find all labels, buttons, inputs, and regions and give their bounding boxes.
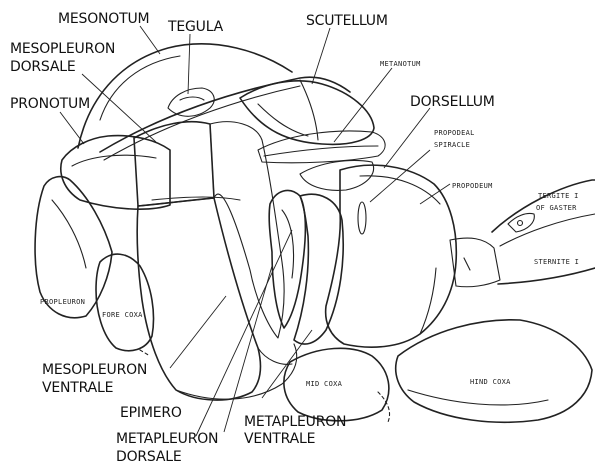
label-tergite: TERGITE I	[538, 192, 579, 200]
label-mesonotum: MESONOTUM	[58, 11, 149, 27]
propodeal-spiracle	[358, 202, 366, 234]
label-metapleuron-ventrale-line2: VENTRALE	[244, 431, 315, 447]
label-metapleuron-dorsale: METAPLEURON	[116, 431, 218, 447]
metanotum-outline	[258, 131, 385, 163]
label-epimero: EPIMERO	[120, 405, 182, 421]
label-pronotum: PRONOTUM	[10, 96, 90, 112]
label-sternite: STERNITE I	[534, 258, 579, 266]
label-fore-coxa: FORE COXA	[102, 311, 143, 319]
label-metapleuron-ventrale: METAPLEURON	[244, 414, 346, 430]
fore-coxa-outline	[96, 254, 154, 356]
label-tergite-line2: OF GASTER	[536, 204, 577, 212]
label-propodeum: PROPODEUM	[452, 182, 493, 190]
label-mesopleuron-ventrale: MESOPLEURON	[42, 362, 147, 378]
label-mesopleuron-ventrale-line2: VENTRALE	[42, 380, 113, 396]
label-propodeal-spiracle-line2: SPIRACLE	[434, 141, 470, 149]
label-metanotum: METANOTUM	[380, 60, 421, 68]
label-mesopleuron-dorsale-line2: DORSALE	[10, 59, 76, 75]
label-propodeal-spiracle: PROPODEAL	[434, 129, 475, 137]
label-mesopleuron-dorsale: MESOPLEURON	[10, 41, 115, 57]
label-mid-coxa: MID COXA	[306, 380, 343, 388]
label-tegula: TEGULA	[167, 19, 224, 35]
label-scutellum: SCUTELLUM	[306, 13, 388, 29]
label-propleuron: PROPLEURON	[40, 298, 85, 306]
label-dorsellum: DORSELLUM	[410, 94, 495, 110]
label-hind-coxa: HIND COXA	[470, 378, 511, 386]
label-metapleuron-dorsale-line2: DORSALE	[116, 449, 182, 465]
pronotum-outline	[61, 136, 170, 210]
petiole-outline	[450, 238, 500, 287]
mesopleuron-outline	[134, 122, 260, 400]
propleuron-outline	[35, 177, 112, 318]
metapleuron-outline	[269, 190, 343, 344]
hind-coxa-outline	[396, 320, 592, 422]
